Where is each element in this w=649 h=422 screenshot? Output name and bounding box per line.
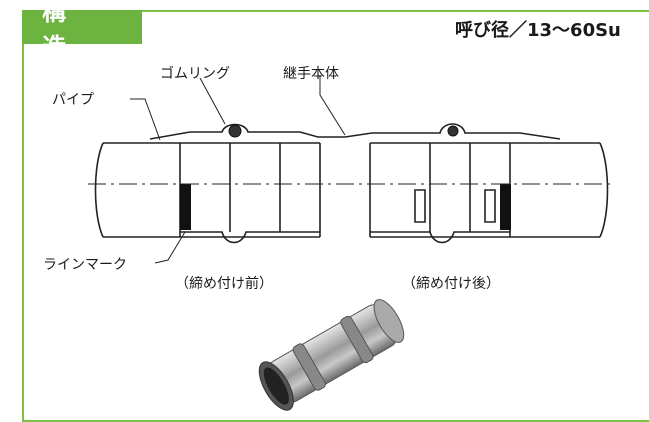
label-line-mark: ラインマーク <box>43 257 127 273</box>
label-before-crimp: （締め付け前） <box>175 275 273 292</box>
product-photo <box>258 299 405 411</box>
label-after-crimp: （締め付け後） <box>402 275 500 292</box>
label-pipe: パイプ <box>52 92 94 108</box>
section-frame <box>22 10 649 422</box>
label-rubber-ring: ゴムリング <box>160 65 230 82</box>
diameter-range: 呼び径／13〜60Su <box>455 20 621 41</box>
line-mark <box>180 184 511 230</box>
rubber-ring <box>228 124 459 138</box>
pipe-outline <box>94 123 609 244</box>
label-fitting-body: 継手本体 <box>283 66 339 82</box>
leader-lines <box>130 75 346 264</box>
